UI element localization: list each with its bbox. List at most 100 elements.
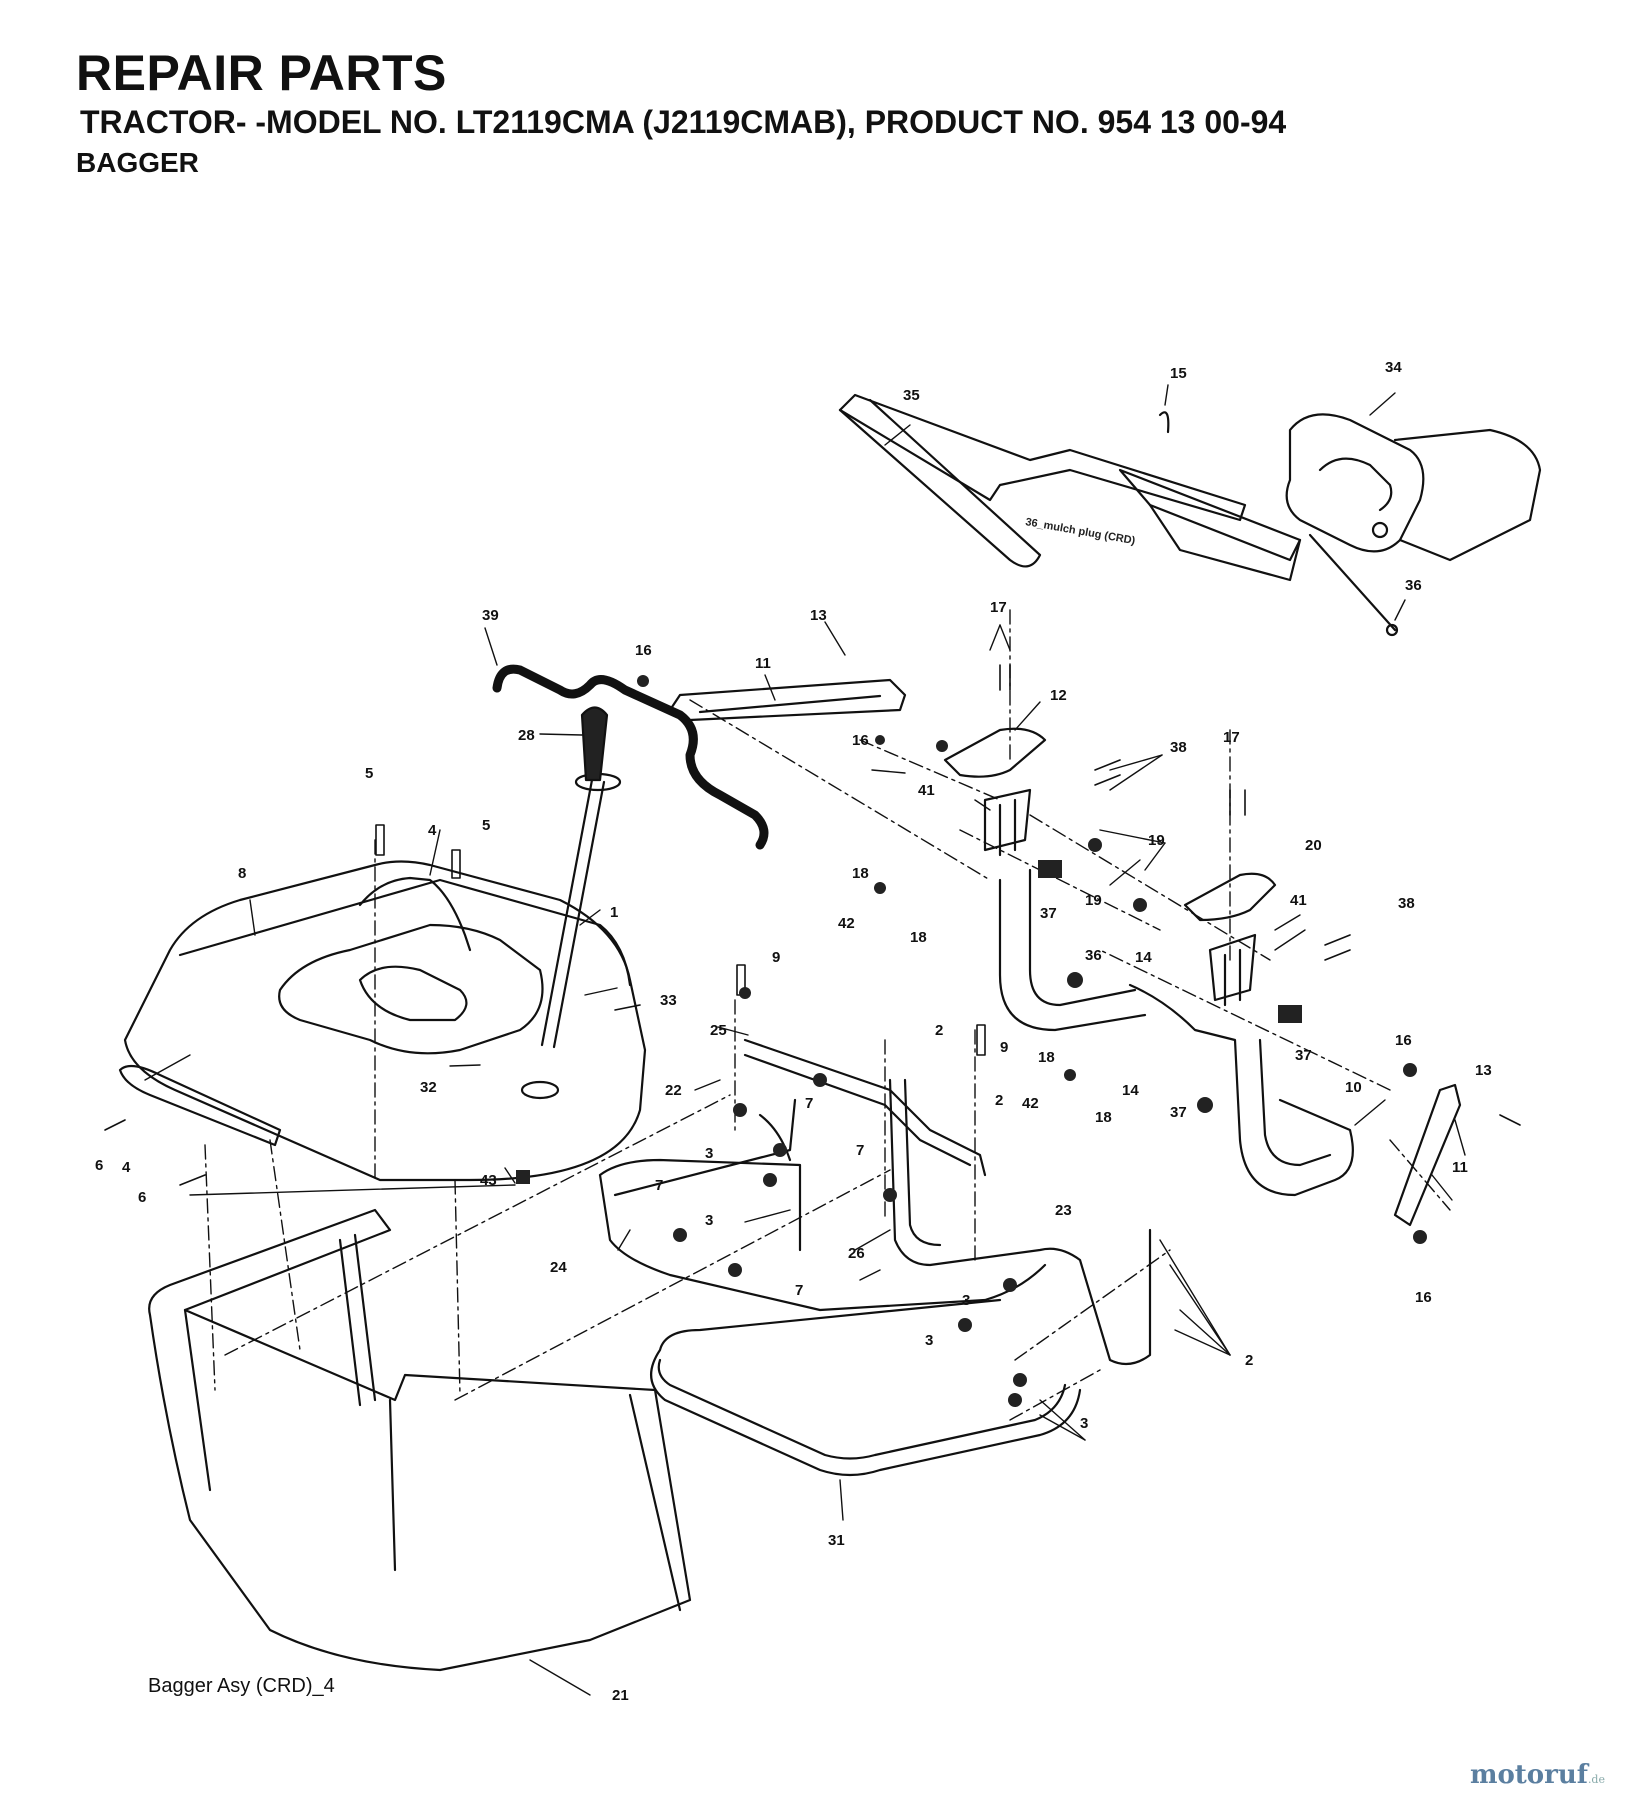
callout-8: 8 <box>238 865 246 882</box>
callout-10: 10 <box>1345 1079 1362 1096</box>
frame-rail <box>613 1098 797 1197</box>
callout-37: 37 <box>1040 905 1057 922</box>
callout-28: 28 <box>518 727 535 744</box>
right-support-arm <box>1128 983 1354 1197</box>
callout-37: 37 <box>1295 1047 1312 1064</box>
callout-18: 18 <box>910 929 927 946</box>
right-mount-plate <box>1208 933 1257 1007</box>
callout-22: 23 <box>1055 1202 1072 1219</box>
grass-bag <box>148 1208 692 1672</box>
callout-38: 38 <box>1398 895 1415 912</box>
nuts-and-washers <box>516 675 1427 1407</box>
watermark-name: motoruf <box>1469 1760 1588 1790</box>
callout-4: 4 <box>122 1159 131 1176</box>
callout-19: 19 <box>1085 892 1102 909</box>
callout-3: 3 <box>925 1332 933 1349</box>
callout-12: 12 <box>1050 687 1067 704</box>
right-mount-hook <box>1183 872 1277 922</box>
callout-21: 21 <box>612 1687 629 1704</box>
callout-14: 14 <box>1122 1082 1139 1099</box>
callout-7: 7 <box>805 1095 813 1112</box>
fasteners <box>104 664 1521 1186</box>
callout-24: 25 <box>710 1022 727 1039</box>
callout-7: 7 <box>795 1282 803 1299</box>
callout-41: 41 <box>1290 892 1307 909</box>
section-label: BAGGER <box>76 147 199 178</box>
callout-6: 6 <box>138 1189 146 1206</box>
model-subtitle: TRACTOR- -MODEL NO. LT2119CMA (J2119CMAB… <box>80 104 1287 140</box>
callout-36: 37 <box>1170 1104 1187 1121</box>
callout-1: 1 <box>610 904 618 921</box>
callout-15: 15 <box>1170 365 1187 382</box>
callout-6: 6 <box>95 1157 103 1174</box>
left-mount-plate <box>983 788 1032 857</box>
leader-lines <box>144 384 1466 1696</box>
callout-2: 2 <box>995 1092 1003 1109</box>
callout-34: 35 <box>903 387 920 404</box>
callout-18: 18 <box>1095 1109 1112 1126</box>
bagger-frame-lower <box>650 1298 1082 1477</box>
callout-39: 39 <box>482 607 499 624</box>
callout-2: 2 <box>935 1022 943 1039</box>
bagger-cover <box>123 860 647 1182</box>
page-title: REPAIR PARTS <box>76 45 447 101</box>
support-bracket-top <box>668 678 907 722</box>
dump-handle <box>540 706 622 1049</box>
callout-32: 33 <box>660 992 677 1009</box>
callout-17: 17 <box>1223 729 1240 746</box>
callout-18: 18 <box>852 865 869 882</box>
callout-38: 38 <box>1170 739 1187 756</box>
callout-3: 3 <box>962 1292 970 1309</box>
callout-3: 3 <box>705 1212 713 1229</box>
dump-cable <box>492 664 769 850</box>
callout-16: 16 <box>852 732 869 749</box>
callout-5: 5 <box>365 765 373 782</box>
callout-43: 43 <box>480 1172 497 1189</box>
cover-handle <box>358 876 472 952</box>
callout-42: 42 <box>838 915 855 932</box>
callout-5: 5 <box>482 817 490 834</box>
left-mount-hook <box>943 727 1047 778</box>
callout-16: 16 <box>1415 1289 1432 1306</box>
alignment-lines <box>204 609 1451 1421</box>
callout-23: 24 <box>550 1259 567 1276</box>
callout-16: 16 <box>635 642 652 659</box>
bagger-frame-rear <box>888 1078 1152 1366</box>
callout-20: 20 <box>1305 837 1322 854</box>
watermark-logo[interactable]: motoruf.de <box>1470 1760 1605 1790</box>
support-bracket-right <box>1393 1083 1462 1227</box>
watermark-suffix: .de <box>1587 1773 1605 1786</box>
mulch-plug-note: 36_mulch plug (CRD) <box>1024 516 1136 547</box>
callout-36: 36 <box>1085 947 1102 964</box>
callout-41: 41 <box>918 782 935 799</box>
callout-3: 3 <box>705 1145 713 1162</box>
mulch-plug-assembly <box>838 393 1542 637</box>
callout-42: 42 <box>1022 1095 1039 1112</box>
callout-31: 32 <box>420 1079 437 1096</box>
callout-17: 17 <box>990 599 1007 616</box>
callout-14: 14 <box>1135 949 1152 966</box>
callout-22: 22 <box>665 1082 682 1099</box>
callout-9: 9 <box>772 949 780 966</box>
hinge-rail <box>118 1064 282 1147</box>
callout-7: 7 <box>856 1142 864 1159</box>
callout-9: 9 <box>1000 1039 1008 1056</box>
callout-26: 31 <box>828 1532 845 1549</box>
left-support-arm <box>998 868 1147 1032</box>
callout-25: 26 <box>848 1245 865 1262</box>
callout-18: 18 <box>1038 1049 1055 1066</box>
diagram-caption: Bagger Asy (CRD)_4 <box>148 1675 335 1697</box>
callout-35: 36 <box>1405 577 1422 594</box>
callout-13: 13 <box>1475 1062 1492 1079</box>
callout-16: 16 <box>1395 1032 1412 1049</box>
part-callouts: 34 15 35 36 39 13 17 16 11 12 28 16 38 1… <box>95 359 1492 1704</box>
callout-7: 7 <box>655 1177 663 1194</box>
callout-4: 4 <box>428 822 437 839</box>
callout-19: 19 <box>1148 832 1165 849</box>
callout-3: 3 <box>1080 1415 1088 1432</box>
callout-13: 13 <box>810 607 827 624</box>
callout-2: 2 <box>1245 1352 1253 1369</box>
callout-33: 34 <box>1385 359 1402 376</box>
callout-11: 11 <box>1452 1159 1468 1176</box>
